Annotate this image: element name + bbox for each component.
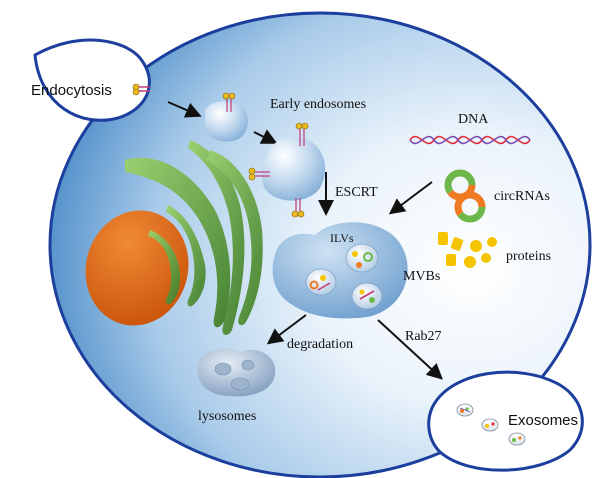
circrna-icon — [444, 169, 486, 223]
ilv — [305, 268, 337, 296]
label-mvbs: MVBs — [403, 269, 440, 284]
early-endosome-large — [248, 122, 326, 218]
label-exosomes: Exosomes — [508, 412, 578, 429]
label-endocytosis: Endocytosis — [31, 82, 112, 99]
exosome-notch — [427, 370, 584, 472]
dna-helix — [409, 135, 531, 145]
label-early-endosomes: Early endosomes — [270, 97, 366, 112]
label-degradation: degradation — [287, 337, 353, 352]
label-dna: DNA — [458, 112, 489, 127]
label-rab27: Rab27 — [405, 329, 442, 344]
label-escrt: ESCRT — [335, 185, 378, 200]
arrow-cargo-to-mvb — [388, 181, 433, 215]
arrow-degradation — [266, 314, 307, 345]
early-endosome-small — [205, 92, 248, 142]
receptor-endocytosis — [132, 83, 150, 96]
label-proteins: proteins — [506, 249, 551, 264]
label-circrnas: circRNAs — [494, 189, 550, 204]
endocytosis-notch — [33, 38, 151, 122]
golgi-apparatus — [125, 140, 263, 335]
lysosome — [197, 348, 276, 397]
mvb — [272, 222, 408, 319]
label-ilvs: ILVs — [330, 231, 354, 245]
arrow-endosome-maturation — [253, 129, 278, 144]
label-lysosomes: lysosomes — [198, 409, 256, 424]
proteins-icon — [438, 232, 497, 268]
arrow-rab27 — [377, 319, 443, 380]
ilv — [345, 243, 379, 273]
arrow-endocytosis-to-endosome — [167, 101, 202, 118]
exosomes-icon — [456, 403, 526, 446]
